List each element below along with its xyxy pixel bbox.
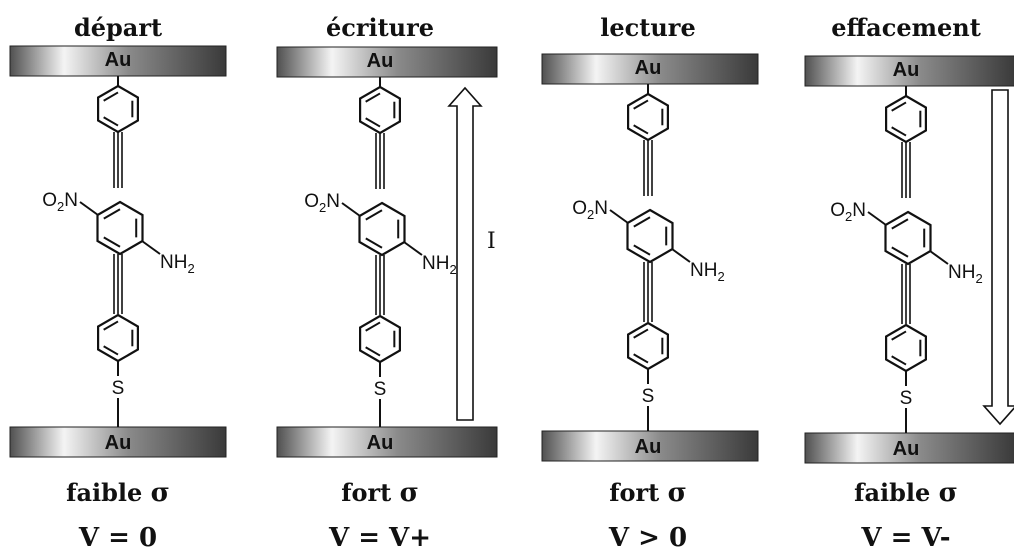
amino-group-label: NH2 xyxy=(948,262,983,286)
electrode-top-label: Au xyxy=(893,59,920,81)
conductance-label: faible σ xyxy=(66,478,170,508)
nitro-group-label: O2N xyxy=(830,200,866,224)
conductance-word: fort xyxy=(609,478,659,507)
electrode-top-label: Au xyxy=(367,50,394,72)
sigma-symbol: σ xyxy=(939,478,958,508)
triple-bond-bottom xyxy=(901,264,911,324)
electrode-bottom-label: Au xyxy=(105,432,132,454)
electrode-bottom-label: Au xyxy=(367,432,394,454)
benzene-ring-center xyxy=(96,200,144,256)
benzene-ring-bottom xyxy=(359,314,401,364)
sulfur-label: S xyxy=(374,379,387,400)
sulfur-label: S xyxy=(642,386,655,407)
electrode-bottom: Au xyxy=(9,426,227,458)
electrode-bottom: Au xyxy=(276,426,498,458)
sigma-symbol: σ xyxy=(400,478,419,508)
conductance-word: faible xyxy=(854,478,930,507)
benzene-ring-top xyxy=(359,85,401,135)
conductance-label: fort σ xyxy=(609,478,687,508)
voltage-label: V = V- xyxy=(860,523,950,553)
sulfur-label: S xyxy=(900,388,913,409)
nitro-group-label: O2N xyxy=(42,190,78,214)
conductance-word: faible xyxy=(66,478,142,507)
panel-title: lecture xyxy=(600,13,695,42)
triple-bond-top xyxy=(113,132,123,188)
electrode-bottom-label: Au xyxy=(635,436,662,458)
voltage-label: V = 0 xyxy=(78,523,157,553)
panel-4: effacementAuAuO2NNH2SIfaible σV = V- xyxy=(804,13,1014,553)
benzene-ring-center xyxy=(358,201,406,257)
benzene-ring-bottom xyxy=(885,323,927,373)
triple-bond-top xyxy=(643,140,653,196)
electrode-top: Au xyxy=(276,46,498,78)
voltage-label: V > 0 xyxy=(608,523,687,553)
panel-title: écriture xyxy=(326,13,434,42)
sulfur-label: S xyxy=(112,378,125,399)
electrode-top-label: Au xyxy=(635,57,662,79)
benzene-ring-top xyxy=(885,94,927,144)
benzene-ring-bottom xyxy=(627,321,669,371)
nitro-group-label: O2N xyxy=(572,198,608,222)
electrode-top-label: Au xyxy=(105,49,132,71)
electrode-bottom: Au xyxy=(804,432,1014,464)
voltage-label: V = V+ xyxy=(328,523,431,553)
amino-group-label: NH2 xyxy=(422,253,457,277)
current-arrow-down: I xyxy=(982,89,1014,426)
triple-bond-bottom xyxy=(375,255,385,315)
electrode-top: Au xyxy=(9,45,227,77)
electrode-bottom-label: Au xyxy=(893,438,920,460)
current-arrow-up: I xyxy=(447,86,496,421)
conductance-label: fort σ xyxy=(341,478,419,508)
benzene-ring-bottom xyxy=(97,313,139,363)
triple-bond-top xyxy=(901,142,911,198)
sigma-symbol: σ xyxy=(151,478,170,508)
panel-title: départ xyxy=(74,13,162,42)
current-label: I xyxy=(487,229,496,254)
triple-bond-top xyxy=(375,133,385,189)
nitro-group-label: O2N xyxy=(304,191,340,215)
triple-bond-bottom xyxy=(643,262,653,322)
benzene-ring-center xyxy=(884,210,932,266)
conductance-label: faible σ xyxy=(854,478,958,508)
triple-bond-bottom xyxy=(113,254,123,314)
electrode-top: Au xyxy=(541,53,759,85)
sigma-symbol: σ xyxy=(668,478,687,508)
electrode-bottom: Au xyxy=(541,430,759,462)
benzene-ring-top xyxy=(627,92,669,142)
benzene-ring-center xyxy=(626,208,674,264)
benzene-ring-top xyxy=(97,84,139,134)
conductance-word: fort xyxy=(341,478,391,507)
electrode-top: Au xyxy=(804,55,1014,87)
panel-title: effacement xyxy=(831,13,981,42)
amino-group-label: NH2 xyxy=(160,252,195,276)
amino-group-label: NH2 xyxy=(690,260,725,284)
